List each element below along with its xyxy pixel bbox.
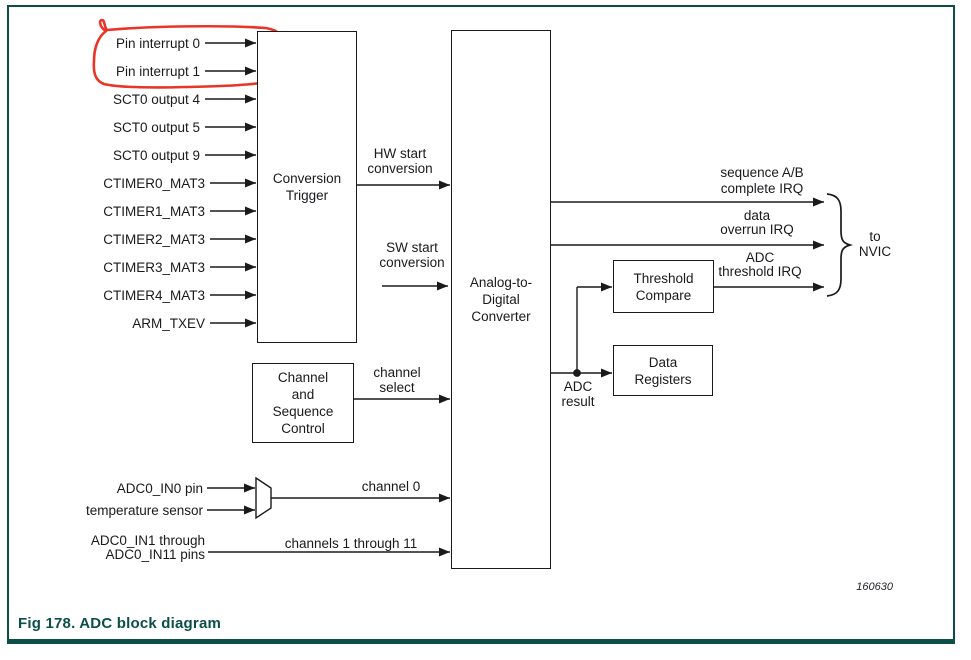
label-adc-threshold-irq: ADC threshold IRQ (718, 250, 802, 279)
block-label-line: Data (648, 354, 678, 370)
input-label-sct0-output-5: SCT0 output 5 (112, 120, 200, 135)
label-channel-select: channel select (373, 365, 421, 395)
block-channel-sequence-control: Channel and Sequence Control (252, 363, 354, 443)
block-threshold-compare: Threshold Compare (613, 260, 714, 313)
mux-symbol (255, 476, 272, 520)
input-label-temperature-sensor: temperature sensor (85, 503, 203, 518)
block-label-line: Conversion (272, 171, 342, 186)
input-label-ctimer2-mat3: CTIMER2_MAT3 (103, 232, 205, 247)
input-label-pin-interrupt-0: Pin interrupt 0 (115, 36, 200, 51)
block-conversion-trigger: Conversion Trigger (257, 31, 357, 343)
block-data-registers: Data Registers (613, 345, 713, 396)
input-label-adc0-in0-pin: ADC0_IN0 pin (116, 481, 203, 496)
input-label-pin-interrupt-1: Pin interrupt 1 (115, 64, 200, 79)
junction-dot (573, 369, 581, 377)
input-label-ctimer4-mat3: CTIMER4_MAT3 (103, 288, 205, 303)
label-sw-start-conversion: SW start conversion (379, 240, 445, 270)
block-label-line: Digital (482, 292, 520, 307)
block-label-line: Analog-to- (469, 275, 533, 290)
block-label-line: Compare (635, 287, 692, 303)
label-sequence-complete-irq: sequence A/B complete IRQ (720, 165, 804, 196)
block-label-line: Channel (277, 370, 329, 385)
input-label-sct0-output-9: SCT0 output 9 (112, 148, 200, 163)
block-label-line: Trigger (285, 188, 329, 203)
label-adc-result: ADC result (561, 379, 595, 409)
block-label-line: Registers (634, 371, 692, 387)
block-label-line: and (291, 387, 315, 402)
block-label-line: Threshold (633, 270, 694, 286)
input-label-sct0-output-4: SCT0 output 4 (112, 92, 200, 107)
label-data-overrun-irq: data overrun IRQ (720, 208, 794, 237)
figure-frame (7, 5, 955, 644)
block-label-line: Converter (471, 309, 531, 324)
input-label-ctimer0-mat3: CTIMER0_MAT3 (103, 176, 205, 191)
input-label-ctimer3-mat3: CTIMER3_MAT3 (103, 260, 205, 275)
label-hw-start-conversion: HW start conversion (367, 146, 433, 176)
label-to-nvic: to NVIC (858, 229, 892, 259)
input-label-ctimer1-mat3: CTIMER1_MAT3 (103, 204, 205, 219)
block-adc: Analog-to- Digital Converter (451, 30, 551, 569)
nvic-brace (826, 193, 854, 297)
figure-reference-number: 160630 (856, 581, 893, 593)
input-label-adc0-in1-11-pins: ADC0_IN1 through ADC0_IN11 pins (90, 533, 205, 562)
label-channels-1-through-11: channels 1 through 11 (284, 536, 418, 551)
block-label-line: Sequence (272, 404, 334, 419)
block-label-line: Control (281, 421, 325, 436)
label-channel-0: channel 0 (361, 479, 421, 494)
figure-caption: Fig 178. ADC block diagram (18, 615, 222, 632)
input-label-arm-txev: ARM_TXEV (132, 316, 205, 331)
